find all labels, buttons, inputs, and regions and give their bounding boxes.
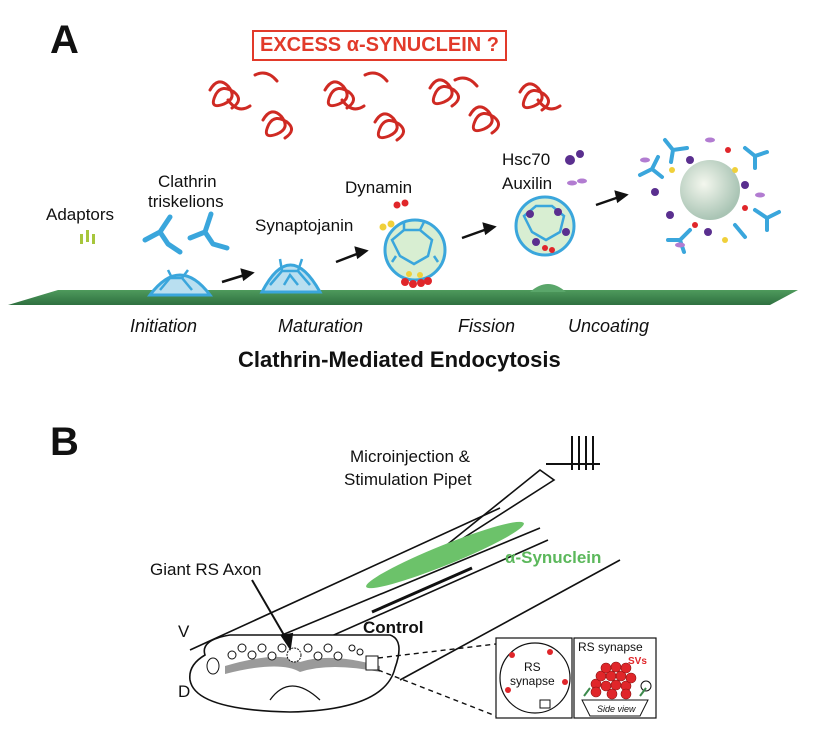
stage-fission: Fission (458, 316, 516, 336)
synuclein-label: α-Synuclein (505, 548, 602, 567)
cme-title: Clathrin-Mediated Endocytosis (238, 347, 561, 372)
ventral-label: V (178, 622, 190, 641)
panel-a-label: A (50, 18, 79, 62)
dynamin-dots (393, 199, 409, 209)
hsc70-icon (565, 150, 584, 165)
vesicle-uncoating-stage (514, 195, 576, 257)
side-view-label: Side view (597, 704, 636, 714)
dynamin-label: Dynamin (345, 178, 413, 197)
pipet-label-1: Microinjection & (350, 447, 470, 466)
stage-maturation: Maturation (278, 316, 364, 336)
auxilin-icon (567, 178, 587, 186)
adaptor-molecules (80, 230, 95, 244)
pit-initiation (146, 269, 214, 297)
dorsal-label: D (178, 682, 191, 701)
inset-synapse-circle (495, 637, 573, 719)
synaptojanin-label: Synaptojanin (255, 216, 354, 235)
alert-box: EXCESS α-SYNUCLEIN ? (252, 30, 507, 61)
pit-maturation (259, 258, 323, 294)
synuclein-molecules (208, 71, 562, 142)
stage-initiation: Initiation (130, 316, 198, 336)
clathrin-triskelions (142, 211, 230, 255)
axon-tube (189, 507, 621, 681)
stage-arrows (221, 190, 629, 284)
pipet-label-2: Stimulation Pipet (344, 470, 472, 489)
adaptors-label: Adaptors (46, 205, 115, 224)
spinal-cord-section (188, 634, 400, 713)
synaptojanin-dots (379, 220, 395, 231)
auxilin-label: Auxilin (502, 174, 553, 193)
svs-label: SVs (628, 656, 647, 667)
clathrin-label: Clathrin (158, 172, 217, 191)
inset2-title: RS synapse (578, 640, 643, 654)
synuclein-region (366, 521, 524, 589)
membrane-bump (530, 284, 566, 292)
membrane (8, 290, 798, 305)
stage-uncoating: Uncoating (568, 316, 650, 336)
triskelions-label: triskelions (148, 192, 224, 211)
hsc70-label: Hsc70 (502, 150, 551, 169)
inset-synapse-side (573, 637, 657, 719)
axon-arrow (251, 579, 294, 651)
axon-label: Giant RS Axon (150, 560, 262, 579)
panel-b-label: B (50, 420, 79, 464)
inset-synapse-label: synapse (510, 674, 555, 688)
inset-rs-label: RS (524, 660, 541, 674)
control-label: Control (363, 618, 424, 637)
vesicle-fission (383, 218, 447, 288)
control-line (371, 566, 473, 614)
uncoated-vesicle (638, 137, 781, 254)
electrode-connector (546, 436, 600, 470)
